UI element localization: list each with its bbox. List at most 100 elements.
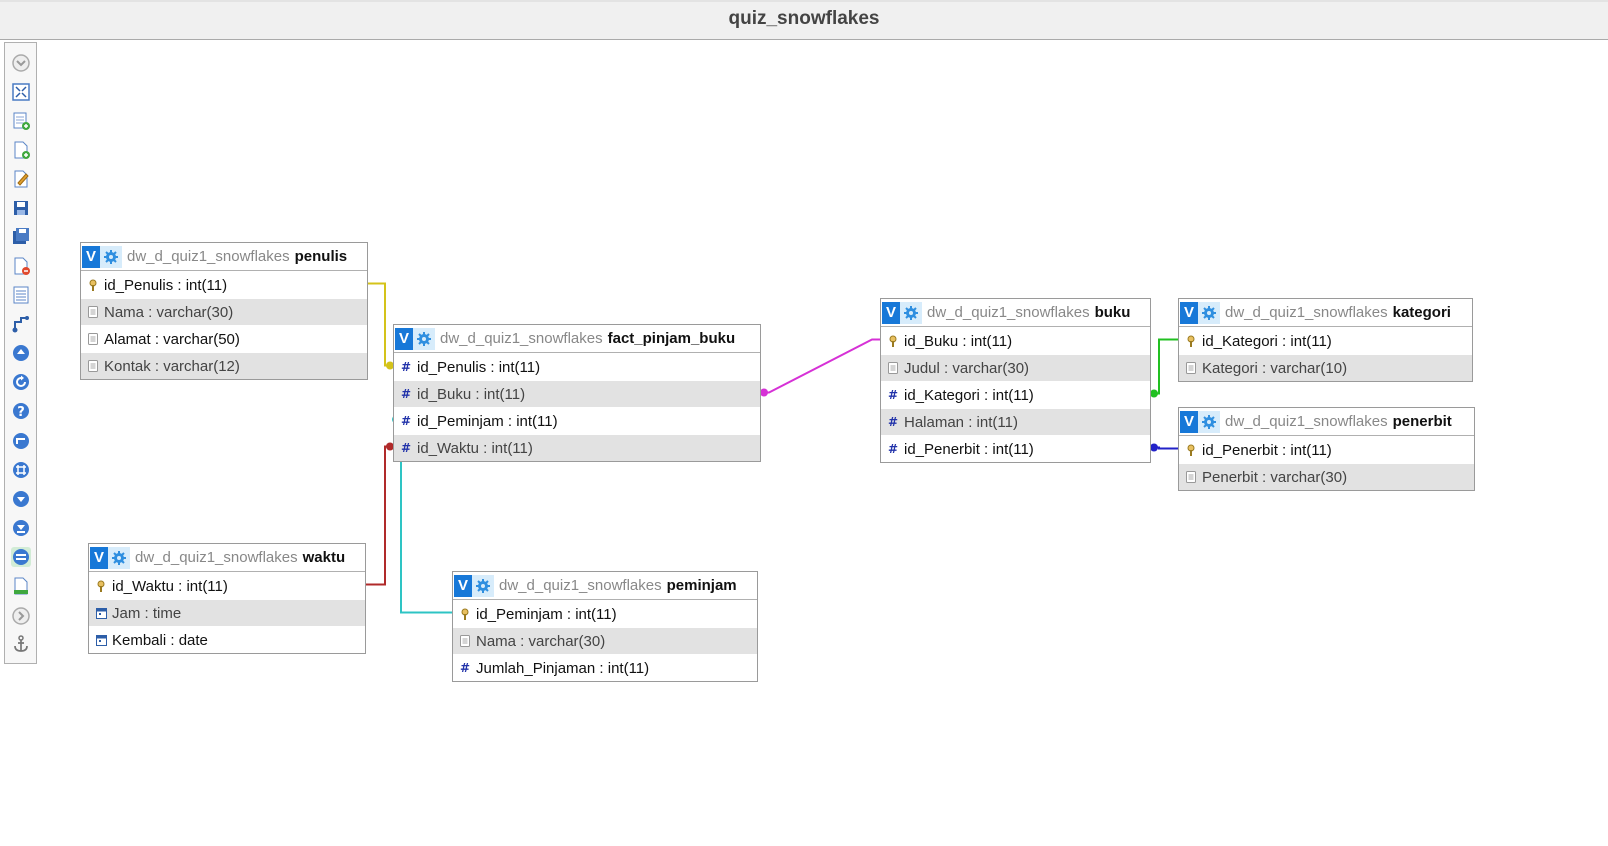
- save-as-icon[interactable]: [11, 227, 31, 247]
- database-name: dw_d_quiz1_snowflakes: [440, 330, 603, 347]
- toggle-columns-button[interactable]: V: [454, 574, 472, 597]
- gear-icon[interactable]: [413, 327, 435, 350]
- fullscreen-icon[interactable]: [11, 82, 31, 102]
- table-list-icon[interactable]: [11, 285, 31, 305]
- relation-line[interactable]: [1151, 338, 1178, 395]
- relation-mode-icon[interactable]: [11, 547, 31, 567]
- gear-icon[interactable]: [472, 574, 494, 597]
- table-field-row[interactable]: #Halaman : int(11): [881, 408, 1150, 435]
- toggle-menu-icon[interactable]: [11, 53, 31, 73]
- numeric-field-icon: #: [887, 388, 899, 402]
- gear-icon[interactable]: [100, 245, 122, 268]
- reload-icon[interactable]: [11, 372, 31, 392]
- angular-links-icon[interactable]: [11, 431, 31, 451]
- gear-icon[interactable]: [108, 546, 130, 569]
- field-label: id_Peminjam : int(11): [476, 605, 617, 623]
- table-field-row[interactable]: Penerbit : varchar(30): [1179, 463, 1474, 490]
- field-type-indicator: [86, 360, 100, 372]
- table-field-row[interactable]: #id_Penerbit : int(11): [881, 435, 1150, 462]
- relation-line[interactable]: [1151, 446, 1178, 450]
- snap-grid-icon[interactable]: [11, 460, 31, 480]
- pin-text-icon[interactable]: [11, 634, 31, 654]
- gear-icon[interactable]: [900, 301, 922, 324]
- move-menu-icon[interactable]: [11, 606, 31, 626]
- table-field-row[interactable]: id_Kategori : int(11): [1179, 327, 1472, 354]
- field-type-indicator: #: [399, 414, 413, 428]
- table-field-row[interactable]: #Jumlah_Pinjaman : int(11): [453, 654, 757, 681]
- table-field-row[interactable]: Nama : varchar(30): [453, 627, 757, 654]
- table-field-row[interactable]: #id_Kategori : int(11): [881, 381, 1150, 408]
- save-icon[interactable]: [11, 198, 31, 218]
- toggle-columns-button[interactable]: V: [882, 301, 900, 324]
- new-page-icon[interactable]: [11, 140, 31, 160]
- text-field-icon: [88, 360, 98, 372]
- gear-icon[interactable]: [1198, 410, 1220, 433]
- toggle-columns-button[interactable]: V: [395, 327, 413, 350]
- table-field-row[interactable]: Kontak : varchar(12): [81, 352, 367, 379]
- numeric-field-icon: #: [459, 661, 471, 675]
- toggle-direction-icon[interactable]: [11, 343, 31, 363]
- relation-line[interactable]: [368, 282, 393, 367]
- table-field-row[interactable]: id_Penulis : int(11): [81, 271, 367, 298]
- table-field-row[interactable]: Kategori : varchar(10): [1179, 354, 1472, 381]
- table-name: penulis: [294, 248, 348, 265]
- table-field-row[interactable]: id_Peminjam : int(11): [453, 600, 757, 627]
- field-type-indicator: #: [886, 442, 900, 456]
- toggle-columns-button[interactable]: V: [82, 245, 100, 268]
- database-name: dw_d_quiz1_snowflakes: [127, 248, 290, 265]
- field-label: Kontak : varchar(12): [104, 357, 240, 375]
- table-field-row[interactable]: #id_Peminjam : int(11): [394, 407, 760, 434]
- gear-icon[interactable]: [1198, 301, 1220, 324]
- table-field-row[interactable]: Judul : varchar(30): [881, 354, 1150, 381]
- table-field-row[interactable]: Jam : time: [89, 599, 365, 626]
- relation-line[interactable]: [761, 338, 880, 394]
- relation-line[interactable]: [366, 445, 393, 586]
- add-tables-icon[interactable]: [11, 111, 31, 131]
- toggle-columns-button[interactable]: V: [1180, 410, 1198, 433]
- text-field-icon: [460, 635, 470, 647]
- table-field-row[interactable]: Kembali : date: [89, 626, 365, 653]
- help-icon[interactable]: ?: [11, 401, 31, 421]
- toggle-small-big-icon[interactable]: [11, 518, 31, 538]
- table-name: buku: [1094, 304, 1131, 321]
- toggle-columns-button[interactable]: V: [90, 546, 108, 569]
- collapse-all-icon[interactable]: [11, 489, 31, 509]
- table-field-row[interactable]: #id_Buku : int(11): [394, 380, 760, 407]
- field-type-indicator: [1184, 444, 1198, 457]
- field-type-indicator: #: [399, 360, 413, 374]
- table-field-row[interactable]: Nama : varchar(30): [81, 298, 367, 325]
- designer-toolbar: ?: [4, 42, 37, 664]
- field-type-indicator: [1184, 471, 1198, 483]
- table-field-row[interactable]: id_Penerbit : int(11): [1179, 436, 1474, 463]
- numeric-field-icon: #: [400, 441, 412, 455]
- table-field-row[interactable]: id_Buku : int(11): [881, 327, 1150, 354]
- delete-page-icon[interactable]: [11, 256, 31, 276]
- svg-text:?: ?: [17, 405, 25, 420]
- table-field-row[interactable]: id_Waktu : int(11): [89, 572, 365, 599]
- field-type-indicator: #: [886, 415, 900, 429]
- relation-lines-icon[interactable]: [11, 314, 31, 334]
- toggle-columns-button[interactable]: V: [1180, 301, 1198, 324]
- table-field-row[interactable]: Alamat : varchar(50): [81, 325, 367, 352]
- table-field-row[interactable]: #id_Penulis : int(11): [394, 353, 760, 380]
- primary-key-icon: [889, 335, 897, 347]
- export-icon[interactable]: [11, 576, 31, 596]
- edit-page-icon[interactable]: [11, 169, 31, 189]
- field-type-indicator: [886, 362, 900, 374]
- table-field-row[interactable]: #id_Waktu : int(11): [394, 434, 760, 461]
